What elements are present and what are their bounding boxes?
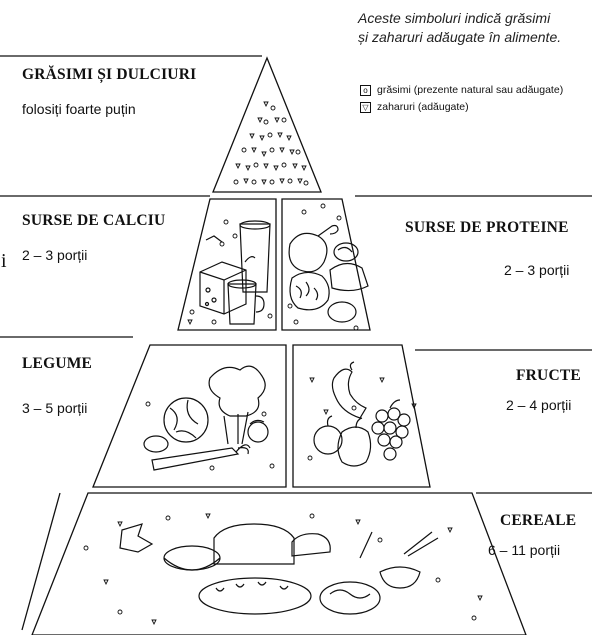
legend-sugar: ▽ zaharuri (adăugate)	[360, 101, 469, 113]
pyramid-tier-fats	[213, 58, 321, 192]
vegetables-serving: 3 – 5 porții	[22, 400, 87, 416]
fats-title: GRĂSIMI ȘI DULCIURI	[22, 66, 196, 84]
fruit-illustration	[314, 362, 410, 466]
stray-character: i	[1, 250, 7, 273]
vegetables-title: LEGUME	[22, 355, 92, 373]
legend-fat: o grăsimi (prezente natural sau adăugate)	[360, 84, 563, 96]
symbols-note-line2: și zaharuri adăugate în alimente.	[358, 28, 561, 47]
fruit-serving: 2 – 4 porții	[506, 397, 571, 413]
symbols-note: Aceste simboluri indică grăsimi și zahar…	[358, 9, 561, 47]
grains-serving: 6 – 11 porții	[488, 542, 560, 558]
calcium-foods-illustration	[200, 221, 270, 324]
pyramid-panel-protein	[282, 199, 370, 330]
vegetables-illustration	[144, 366, 268, 470]
legend-sugar-label: zaharuri (adăugate)	[377, 101, 469, 113]
fat-sugar-symbols	[234, 102, 308, 185]
grains-title: CEREALE	[500, 512, 576, 530]
fruit-symbols	[308, 378, 416, 460]
symbols-note-line1: Aceste simboluri indică grăsimi	[358, 9, 561, 28]
protein-foods-illustration	[289, 226, 368, 323]
grains-symbols	[84, 514, 482, 624]
fat-symbol-icon: o	[360, 85, 371, 96]
calcium-title: SURSE DE CALCIU	[22, 212, 165, 230]
protein-serving: 2 – 3 porții	[504, 262, 569, 278]
fats-serving: folosiți foarte puțin	[22, 101, 136, 117]
calcium-serving: 2 – 3 porții	[22, 247, 87, 263]
grains-illustration	[120, 524, 438, 614]
fruit-title: FRUCTE	[516, 367, 581, 385]
legend-fat-label: grăsimi (prezente natural sau adăugate)	[377, 84, 563, 96]
protein-title: SURSE DE PROTEINE	[405, 219, 569, 237]
base-left-edge	[22, 493, 60, 630]
sugar-symbol-icon: ▽	[360, 102, 371, 113]
